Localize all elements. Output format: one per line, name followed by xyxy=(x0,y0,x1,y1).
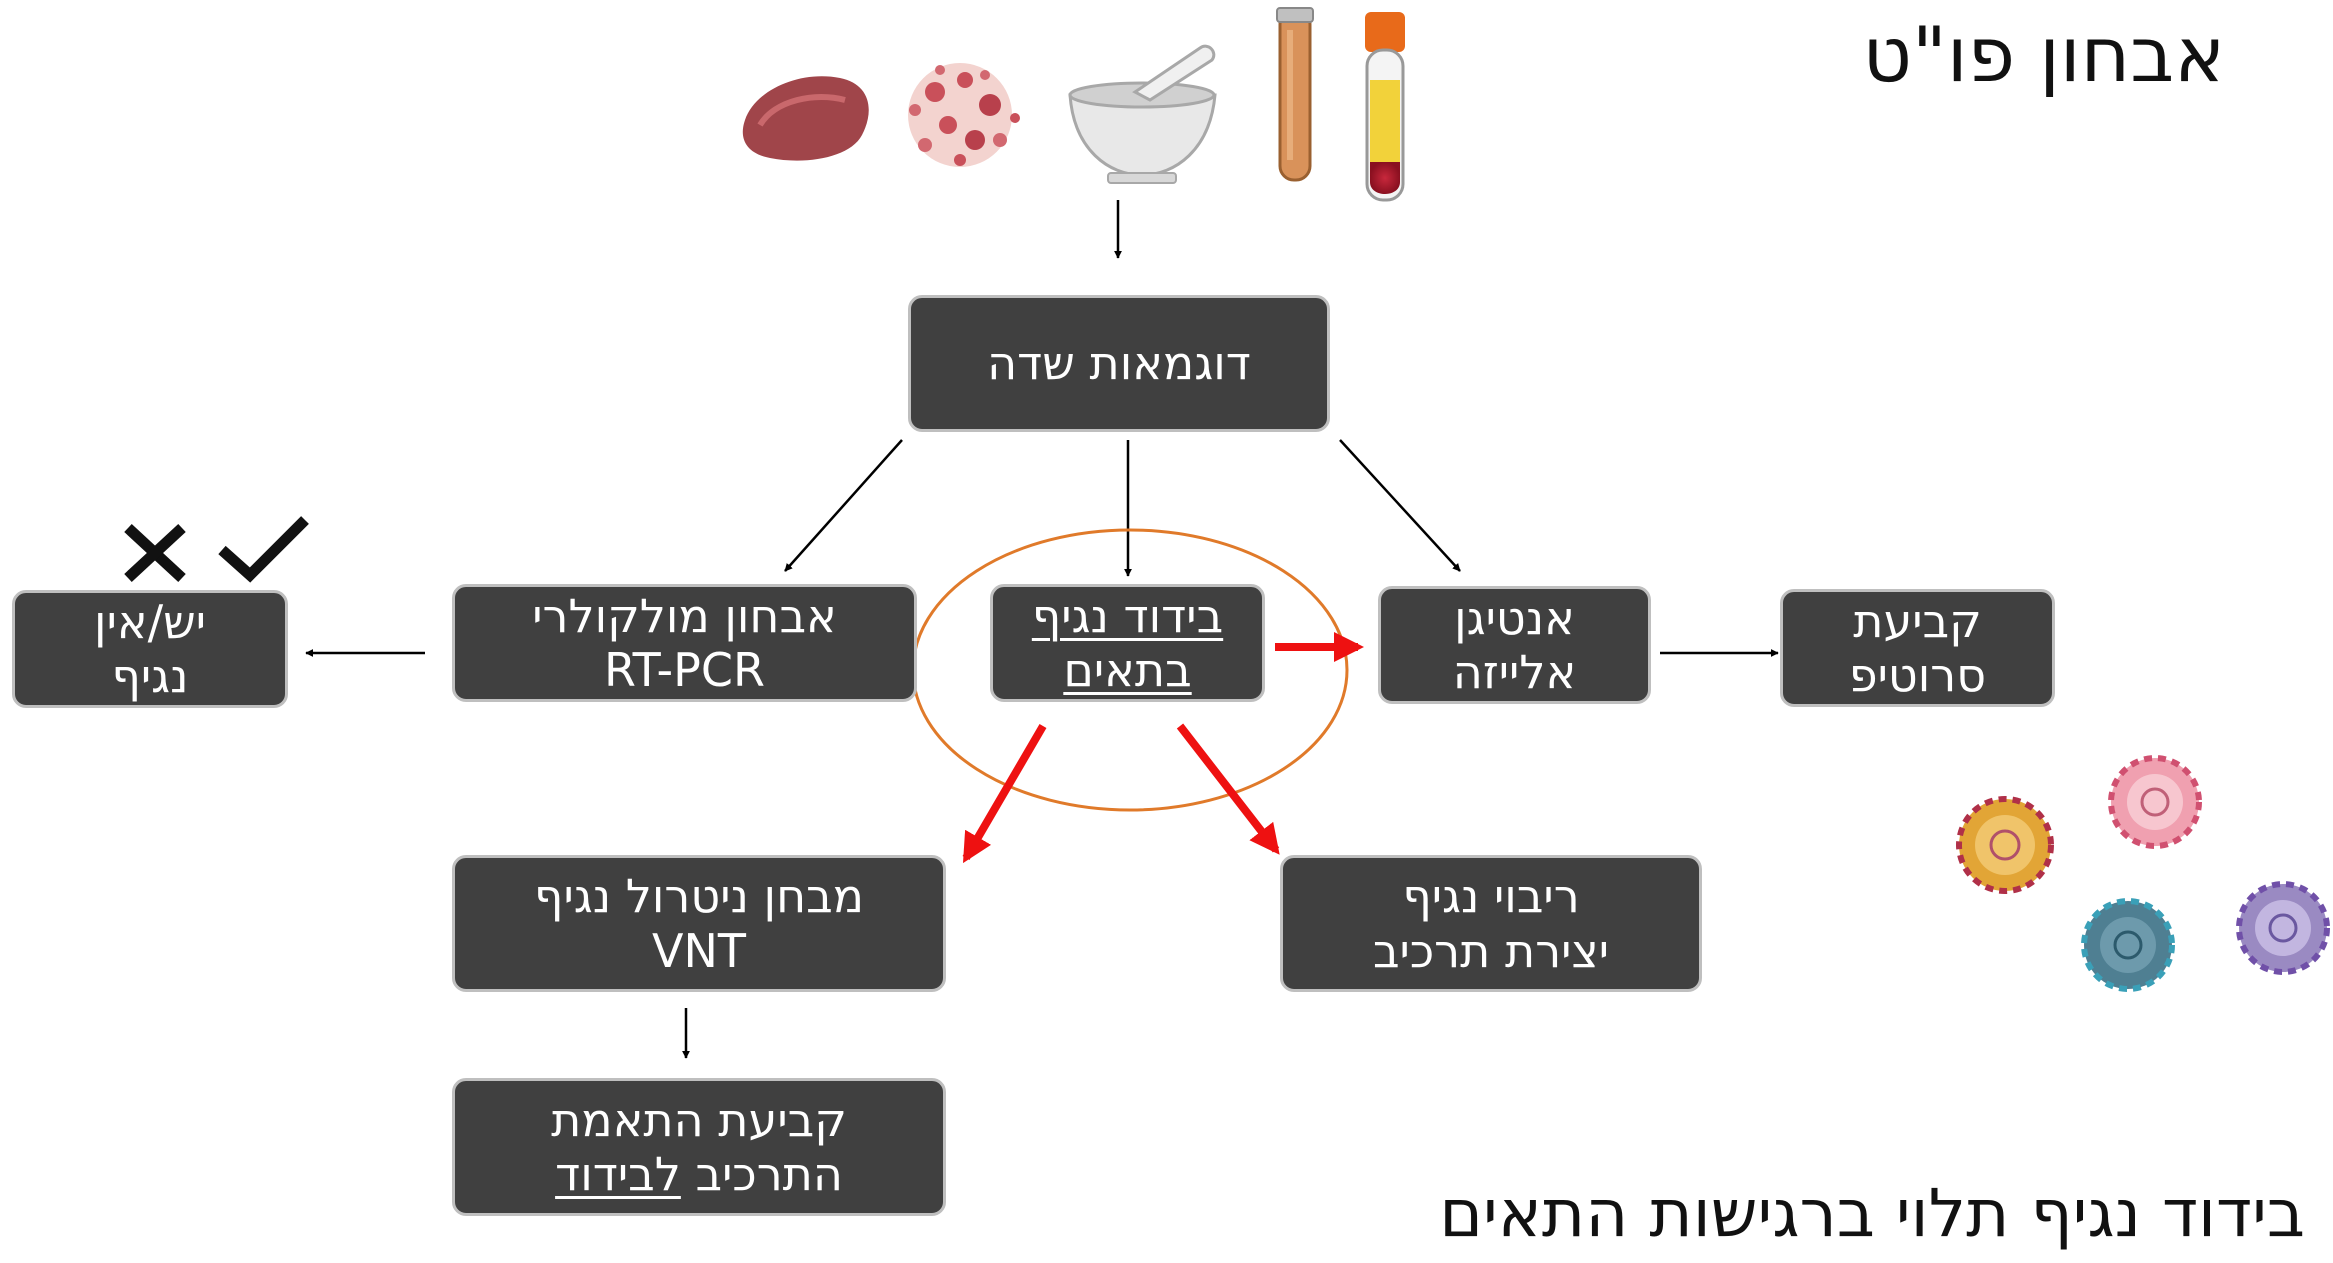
blood-tube-icon xyxy=(1365,12,1405,202)
box-vaccine-match-line1: קביעת התאמת xyxy=(551,1092,847,1147)
box-virus-presence-line1: יש/אין xyxy=(94,594,206,649)
test-tube-icon xyxy=(1276,7,1314,182)
box-serotype-line2: סרוטיפ xyxy=(1848,648,1987,702)
box-antigen: אנטיגן אלייזה xyxy=(1378,586,1651,704)
box-virus-presence: יש/אין נגיף xyxy=(12,590,288,708)
lesion-sample-icon xyxy=(908,63,1020,167)
box-propagation-line2: יצירת תרכיב xyxy=(1372,923,1610,978)
box-vaccine-match-line2: התרכיב לבידוד xyxy=(555,1147,843,1201)
virus-particle-icon xyxy=(2081,898,2175,992)
box-virus-presence-line2: נגיף xyxy=(111,649,189,703)
box-field-samples-label: דוגמאות שדה xyxy=(987,336,1251,391)
page-title: אבחון פו"ט xyxy=(1862,10,2225,99)
mortar-pestle-icon xyxy=(1068,44,1217,184)
virus-particle-icon xyxy=(2108,755,2202,849)
box-serotype-line1: קביעת xyxy=(1853,593,1982,648)
red-arrow-isolation-to-propagation xyxy=(1176,723,1280,855)
box-vnt-line1: מבחן ניטרול נגיף xyxy=(534,869,864,924)
box-propagation: ריבוי נגיף יצירת תרכיב xyxy=(1280,855,1702,992)
footnote-text: בידוד נגיף תלוי ברגישות התאים xyxy=(1439,1175,2305,1252)
box-vnt: מבחן ניטרול נגיף VNT xyxy=(452,855,946,992)
cross-icon xyxy=(124,523,186,583)
virus-particle-icon xyxy=(1956,796,2054,894)
box-vaccine-match-line2-underlined: לבידוד xyxy=(555,1147,681,1201)
box-molecular-line2: RT-PCR xyxy=(604,643,765,697)
tissue-sample-icon xyxy=(742,76,869,161)
box-vaccine-match: קביעת התאמת התרכיב לבידוד xyxy=(452,1078,946,1216)
box-isolation-line2: בתאים xyxy=(1063,643,1192,697)
arrow-samples-to-molecular xyxy=(784,439,903,572)
arrow-samples-to-antigen xyxy=(1339,439,1461,572)
box-propagation-line1: ריבוי נגיף xyxy=(1402,869,1580,924)
box-vaccine-match-line2-plain: התרכיב xyxy=(680,1147,843,1201)
virus-particle-icon xyxy=(2236,881,2330,975)
box-molecular-line1: אבחון מולקולרי xyxy=(532,588,837,643)
box-vnt-line2: VNT xyxy=(652,923,746,978)
box-isolation: בידוד נגיף בתאים xyxy=(990,584,1265,702)
box-antigen-line2: אלייזה xyxy=(1452,645,1577,699)
box-field-samples: דוגמאות שדה xyxy=(908,295,1330,432)
check-icon xyxy=(218,516,309,583)
box-antigen-line1: אנטיגן xyxy=(1454,590,1575,645)
box-molecular: אבחון מולקולרי RT-PCR xyxy=(452,584,917,702)
box-serotype: קביעת סרוטיפ xyxy=(1780,589,2055,707)
red-arrow-isolation-to-vnt xyxy=(962,723,1047,864)
box-isolation-line1: בידוד נגיף xyxy=(1031,588,1224,643)
